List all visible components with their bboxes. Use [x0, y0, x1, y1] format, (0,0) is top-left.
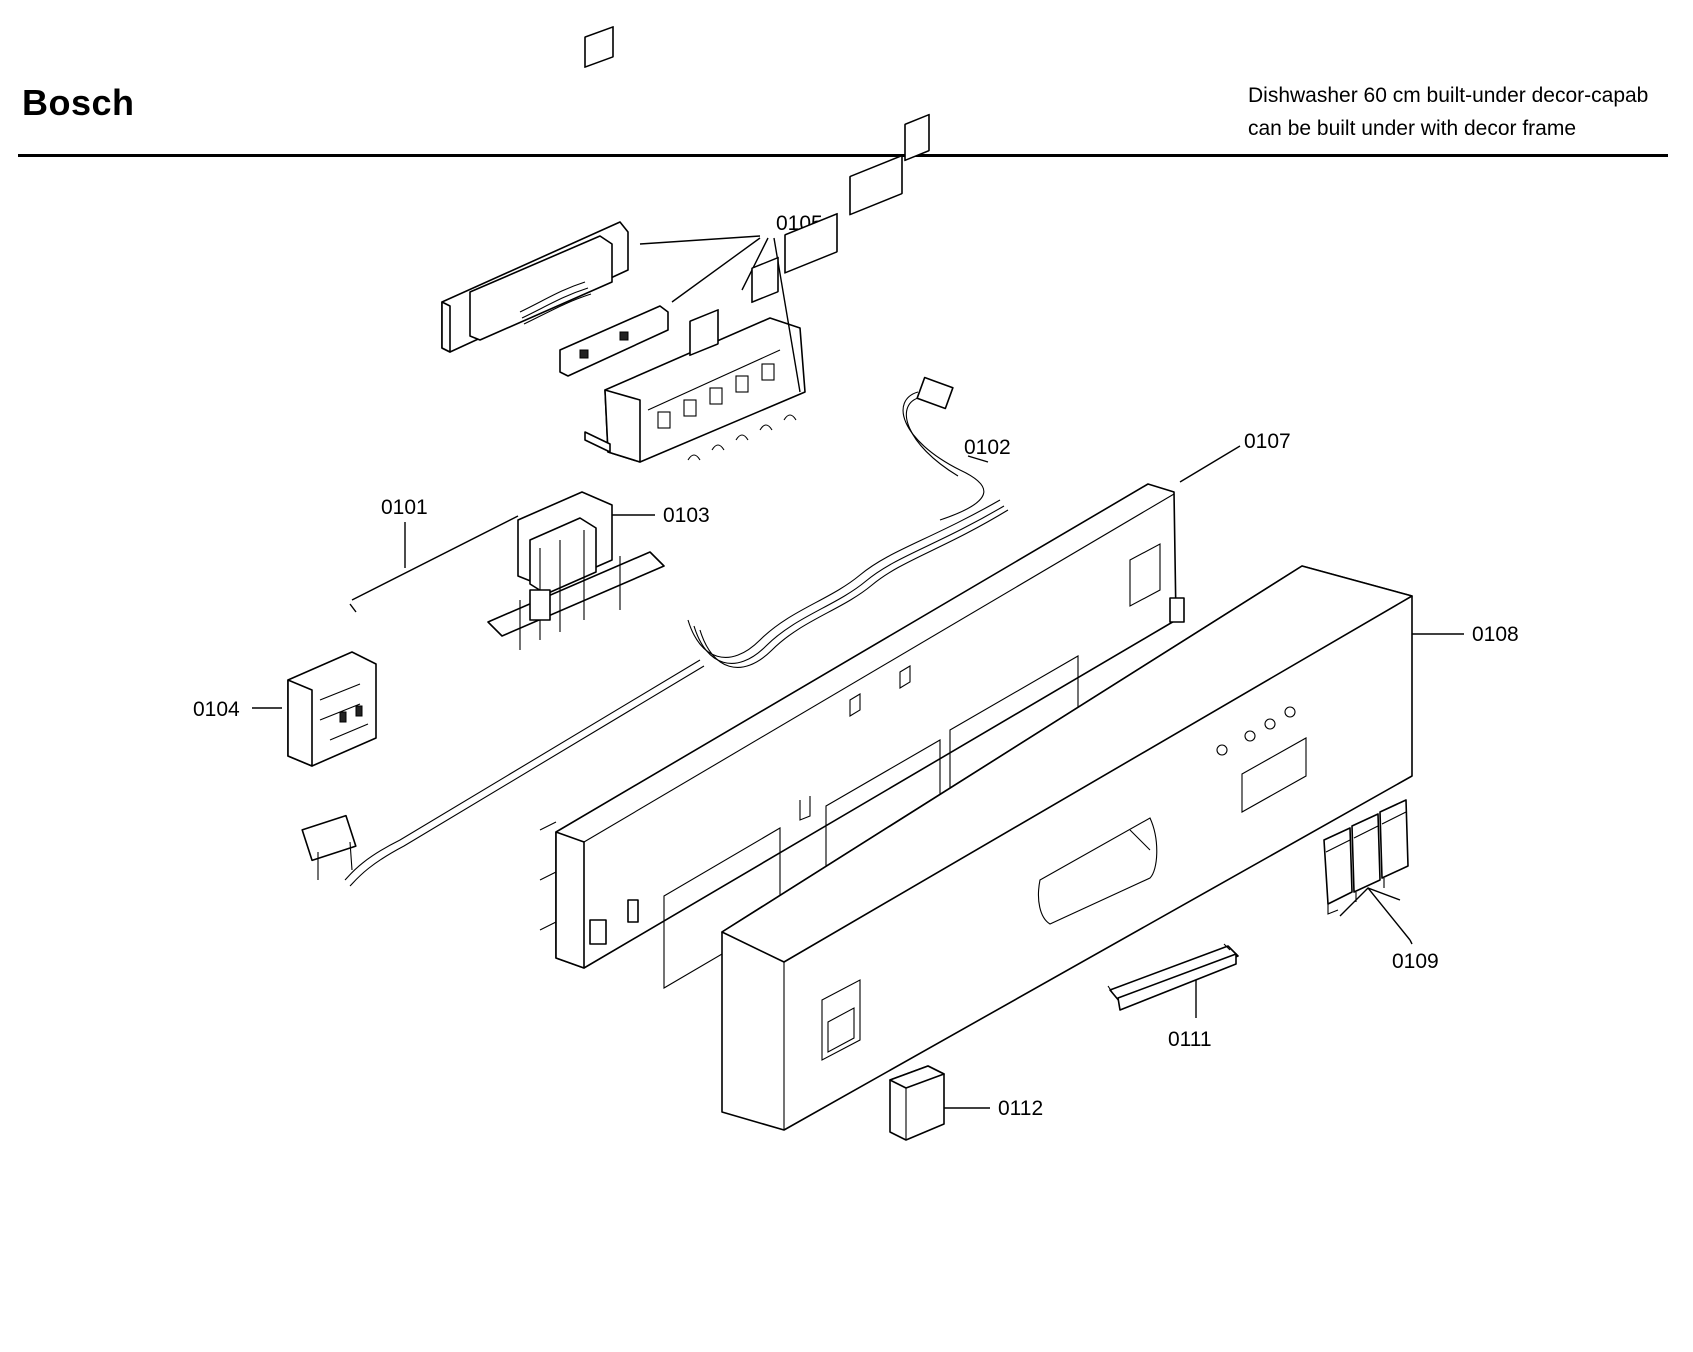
- label-0101: 0101: [381, 496, 428, 519]
- label-0109: 0109: [1392, 950, 1439, 973]
- label-0103: 0103: [663, 504, 710, 527]
- part-0104-switch[interactable]: [287, 651, 377, 767]
- part-0102-wiring-harness[interactable]: [301, 113, 1009, 887]
- label-0108: 0108: [1472, 623, 1519, 646]
- label-0111: 0111: [1168, 1028, 1212, 1051]
- label-0104: 0104: [193, 698, 240, 721]
- part-0111-trim-strip[interactable]: [1107, 943, 1239, 1011]
- model-description-line-2: can be built under with decor frame: [1248, 117, 1577, 140]
- part-0112-cap[interactable]: [889, 1065, 945, 1141]
- part-0105-control-module[interactable]: [441, 26, 806, 463]
- label-0102: 0102: [964, 436, 1011, 459]
- brand-title: Bosch: [22, 82, 135, 123]
- part-0103-bracket[interactable]: [487, 491, 665, 650]
- part-0101-rod[interactable]: [349, 515, 519, 613]
- model-description-line-1: Dishwasher 60 cm built-under decor-capab: [1248, 84, 1649, 107]
- part-0108-control-panel-fascia[interactable]: [721, 565, 1413, 1131]
- label-0112: 0112: [998, 1097, 1043, 1120]
- part-0107-inner-panel-frame[interactable]: [539, 483, 1185, 989]
- label-0107: 0107: [1244, 430, 1291, 453]
- part-0109-buttons[interactable]: [1323, 799, 1409, 915]
- header-divider: [18, 154, 1668, 157]
